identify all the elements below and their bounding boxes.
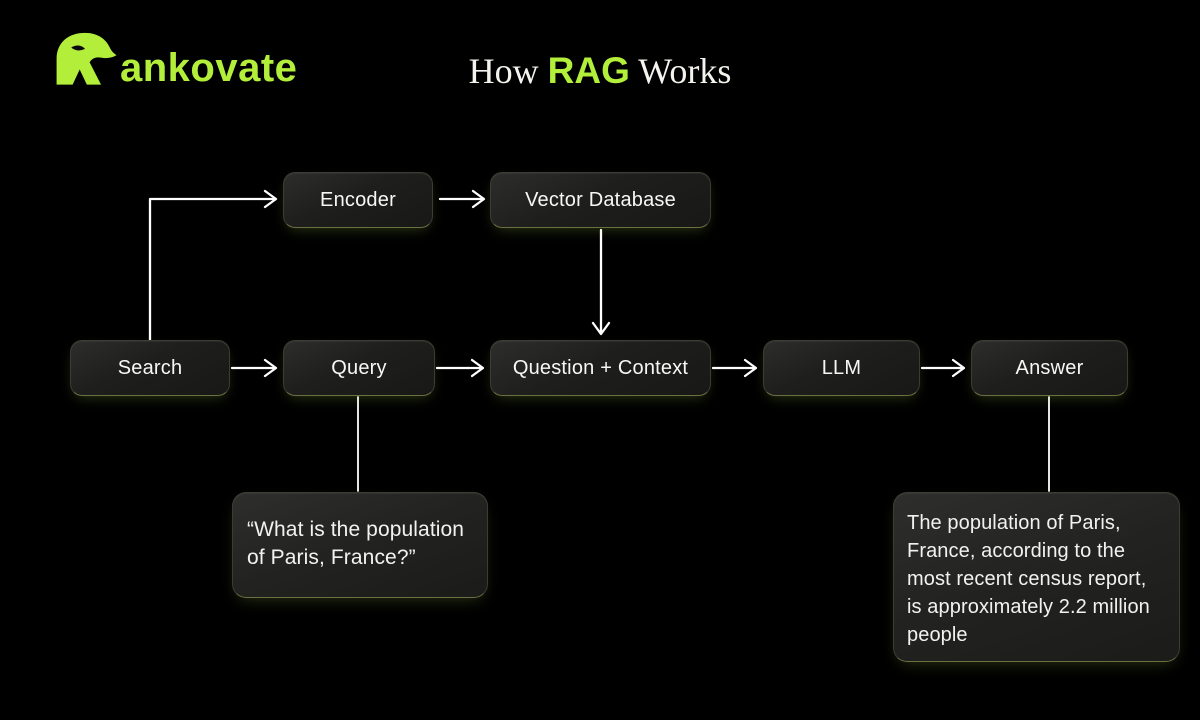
connector-search-to-query [230, 358, 278, 378]
connector-llm-to-answer [920, 358, 966, 378]
node-encoder: Encoder [283, 172, 433, 228]
title-suffix: Works [629, 51, 732, 91]
callout-answer-example: The population of Paris, France, accordi… [893, 492, 1180, 662]
node-answer: Answer [971, 340, 1128, 396]
node-search: Search [70, 340, 230, 396]
eagle-icon [56, 32, 117, 85]
brand-wordmark: ankovate [120, 46, 298, 90]
title-highlight: RAG [547, 50, 630, 91]
node-vector-database: Vector Database [490, 172, 711, 228]
connector-question-to-llm [711, 358, 758, 378]
node-question-context: Question + Context [490, 340, 711, 396]
title-prefix: How [468, 51, 548, 91]
connector-encoder-to-vectordb [438, 189, 486, 209]
brand-logo: ankovate [52, 28, 297, 90]
connector-search-to-encoder [148, 189, 278, 342]
connector-query-to-question [435, 358, 485, 378]
page-title: How RAG Works [0, 50, 1200, 92]
callout-query-example: “What is the population of Paris, France… [232, 492, 488, 598]
node-llm: LLM [763, 340, 920, 396]
connector-vectordb-to-question [591, 228, 611, 336]
node-query: Query [283, 340, 435, 396]
